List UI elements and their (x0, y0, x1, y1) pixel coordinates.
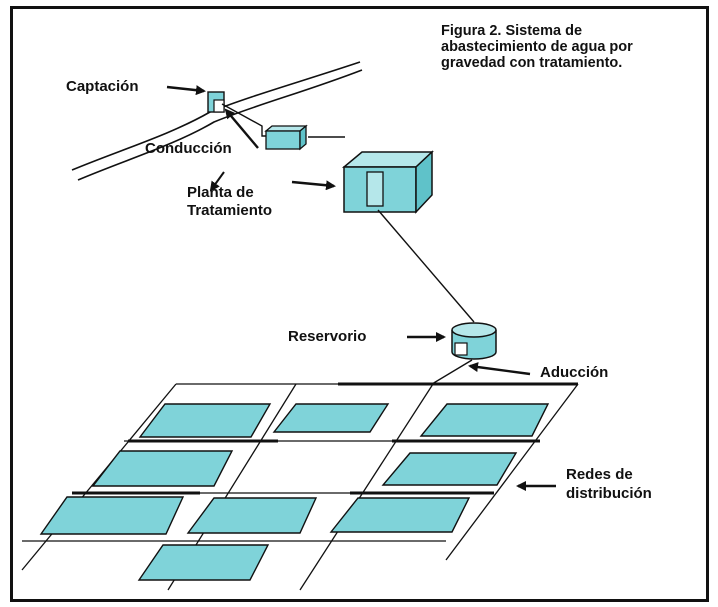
arrow-planta (291, 180, 336, 191)
treatment-plant (341, 150, 434, 214)
captacion-intake (207, 91, 225, 113)
label-redes-line2: distribución (566, 485, 652, 502)
block (329, 497, 471, 533)
city-blocks (39, 403, 550, 581)
block (39, 496, 185, 535)
label-planta-line1: Planta de (187, 184, 254, 201)
label-aduccion: Aducción (540, 364, 609, 381)
block (186, 497, 318, 534)
label-reservorio: Reservorio (288, 328, 367, 345)
conduccion-box (264, 124, 308, 151)
block (272, 403, 390, 433)
block (91, 450, 234, 487)
arrow-captacion (166, 85, 206, 96)
block (419, 403, 550, 437)
conduccion-pipe (221, 103, 345, 138)
arrow-aduccion (468, 362, 531, 376)
block (381, 452, 518, 486)
aduccion-pipe (431, 359, 473, 385)
label-redes-line1: Redes de (566, 466, 633, 483)
label-captacion: Captación (66, 78, 139, 95)
figure-title: Figura 2. Sistema de abastecimiento de a… (441, 23, 633, 71)
arrow-conduccion-down (209, 171, 225, 192)
main-pipes (72, 382, 578, 495)
label-conduccion: Conducción (145, 140, 232, 157)
reservoir-tank (451, 322, 497, 360)
figure-title-line: abastecimiento de agua por (441, 39, 633, 55)
plant-to-reservoir-pipe (377, 209, 475, 323)
figure-title-line: gravedad con tratamiento. (441, 55, 623, 71)
label-planta-line2: Tratamiento (187, 202, 273, 219)
arrow-conduccion (224, 108, 259, 149)
figure-title-line: Figura 2. Sistema de (441, 23, 583, 39)
block (138, 403, 272, 438)
arrows (166, 85, 556, 491)
block (137, 544, 270, 581)
